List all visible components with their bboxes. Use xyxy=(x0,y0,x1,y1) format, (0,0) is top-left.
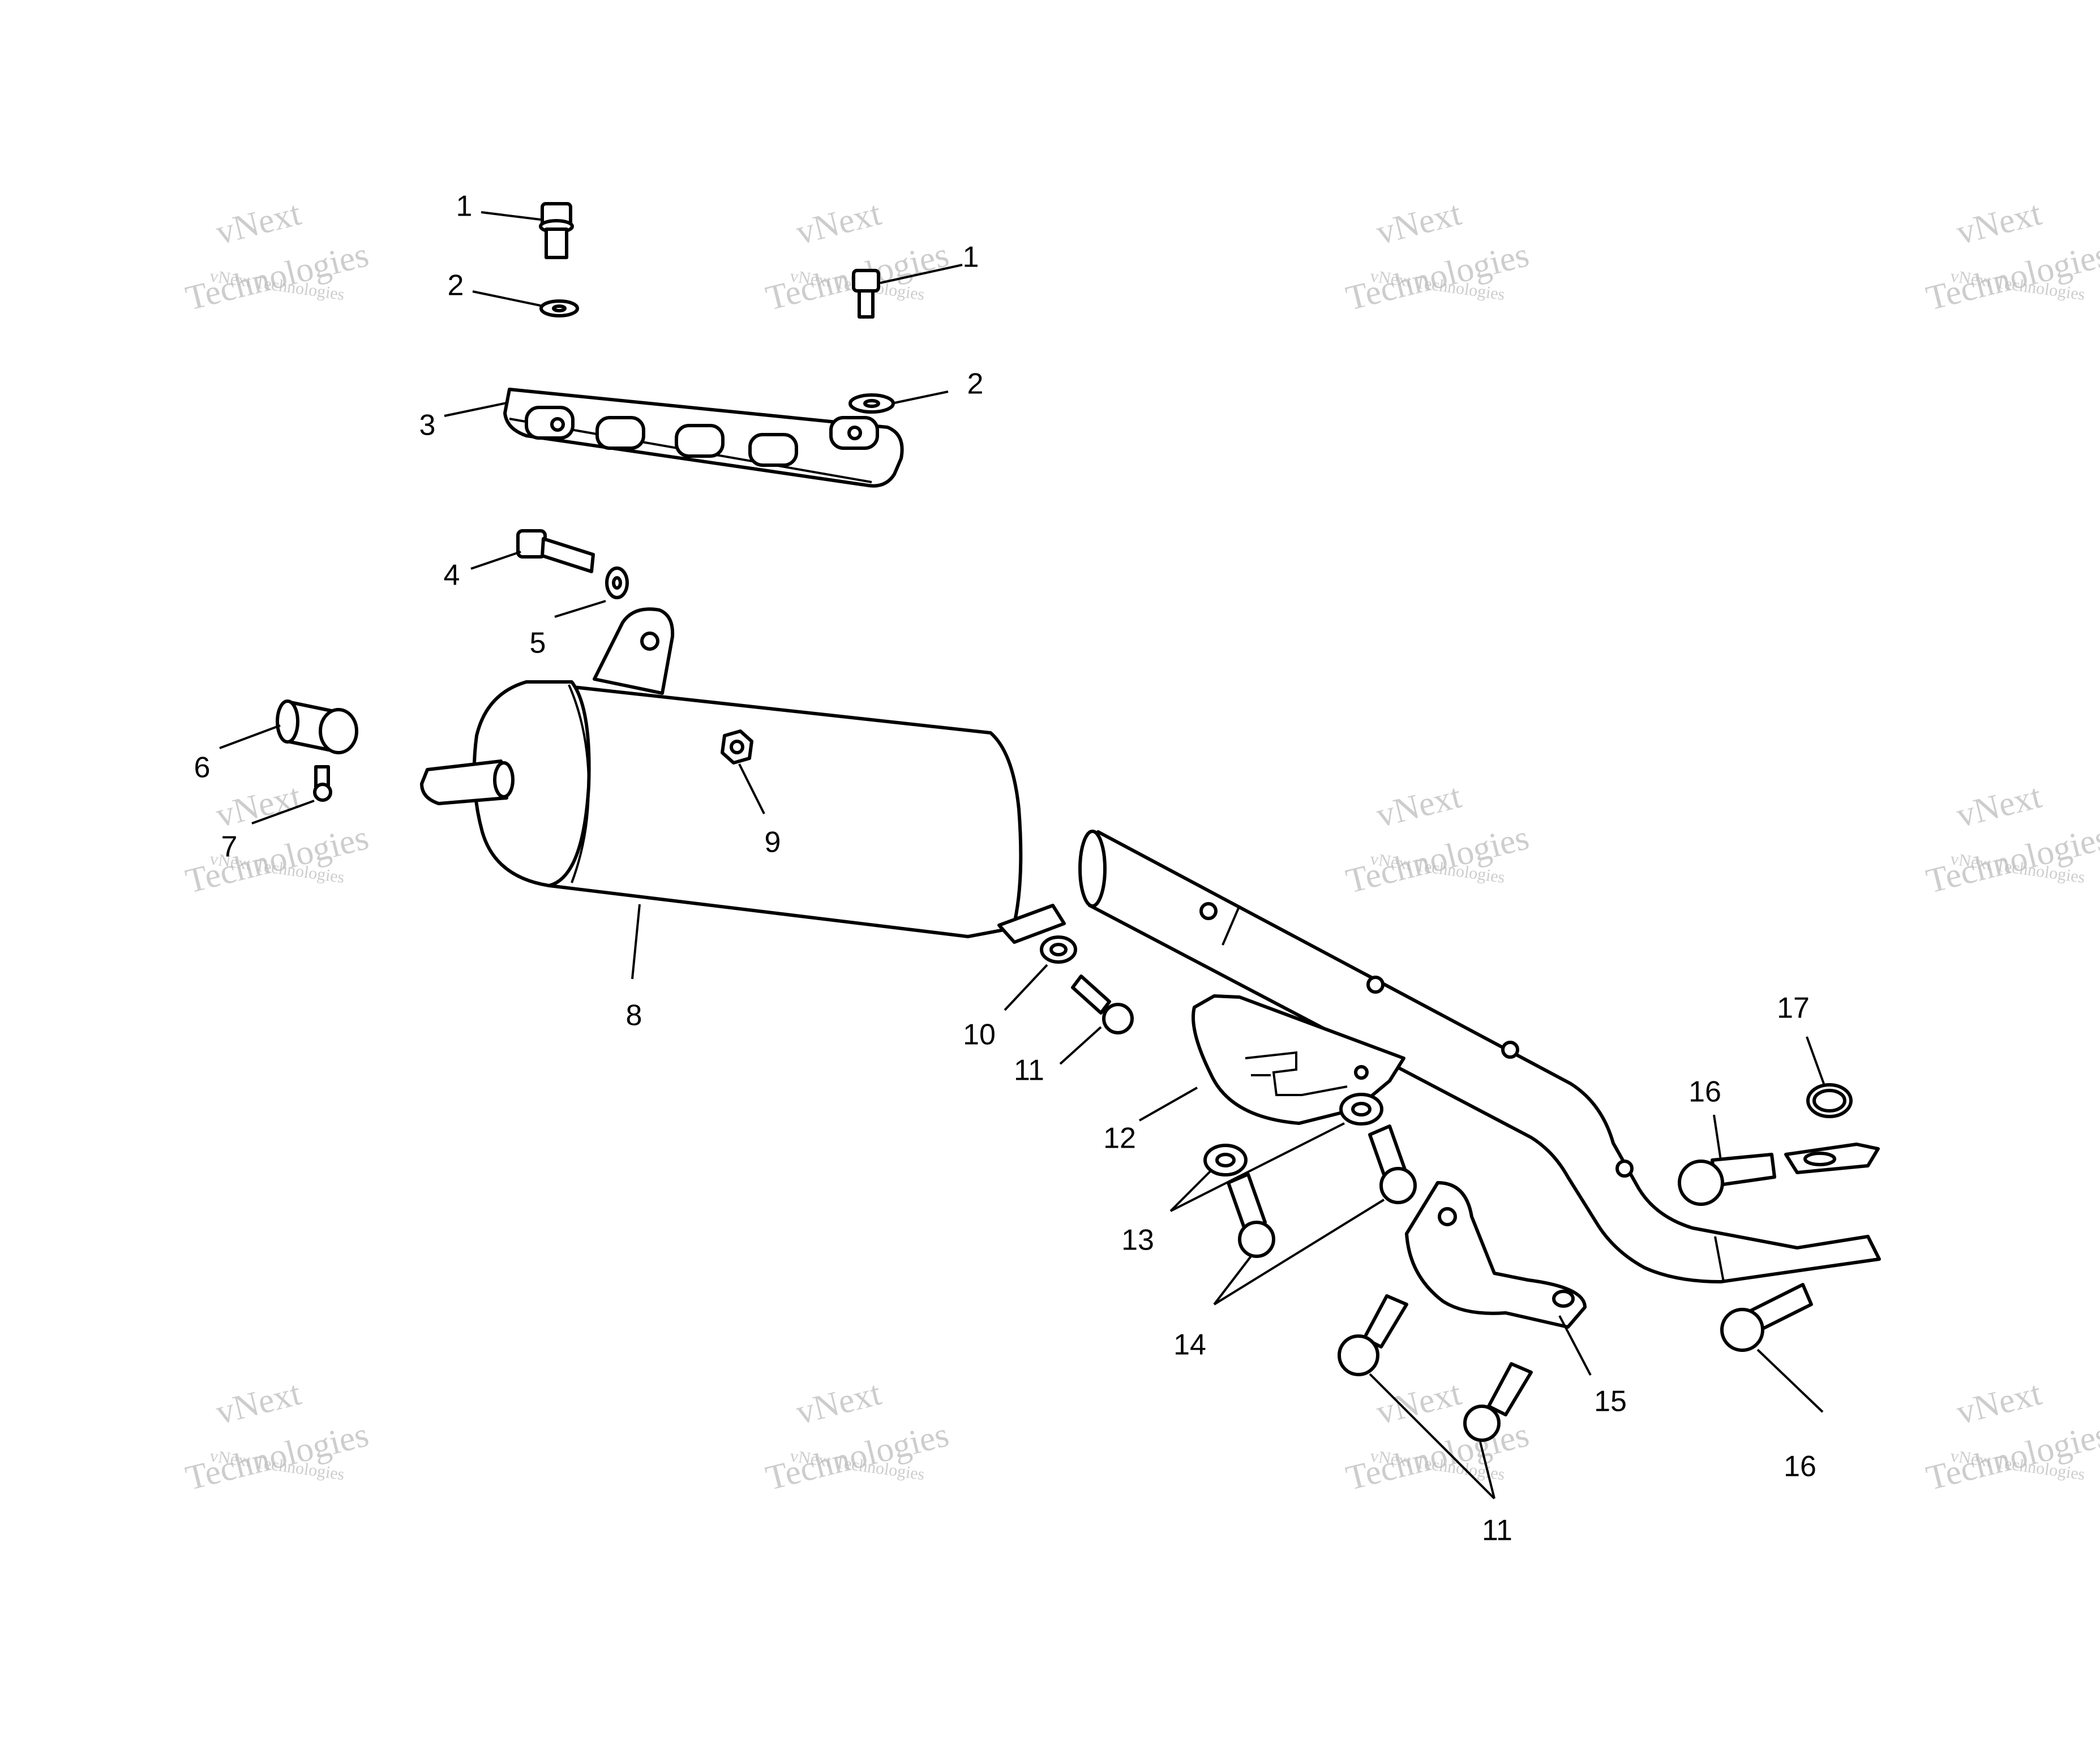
svg-text:Technologies: Technologies xyxy=(182,235,372,318)
exhaust-pipe xyxy=(1078,830,1881,1283)
callout-11a: 11 xyxy=(1014,1054,1044,1087)
bolt-part-4 xyxy=(516,529,595,573)
sleeve-part-6 xyxy=(276,699,358,754)
callout-5: 5 xyxy=(530,627,546,660)
washer-part-2a xyxy=(539,299,579,317)
svg-text:vNext: vNext xyxy=(1953,1374,2045,1432)
watermark: vNext vNext Technologies Technologies xyxy=(182,777,372,901)
watermark: vNext vNext Technologies Technologies xyxy=(1342,194,1532,318)
bolt-part-16b xyxy=(1720,1283,1813,1352)
bolt-part-14a xyxy=(1227,1173,1275,1258)
callout-1a: 1 xyxy=(456,190,473,223)
svg-text:vNext: vNext xyxy=(212,1374,305,1432)
svg-text:Technologies: Technologies xyxy=(1922,235,2100,318)
callout-labels: 1 1 2 2 3 4 5 6 7 8 9 10 11 11 12 13 14 … xyxy=(194,190,1816,1547)
watermark: vNext vNext Technologies Technologies xyxy=(1922,194,2100,318)
washer-part-5 xyxy=(605,566,629,599)
bolt-part-14b xyxy=(1368,1124,1417,1204)
muffler-part-8 xyxy=(420,607,1066,944)
svg-text:Technologies: Technologies xyxy=(1342,235,1532,318)
watermark: vNext vNext Technologies Technologies xyxy=(182,1374,372,1498)
callout-7: 7 xyxy=(221,831,238,864)
svg-text:Technologies: Technologies xyxy=(1342,818,1532,901)
watermark: vNext vNext Technologies Technologies xyxy=(1922,1374,2100,1498)
clamp-bracket-part-15 xyxy=(1405,1181,1587,1329)
bolt-part-11a xyxy=(1071,974,1134,1034)
screw-part-7 xyxy=(313,765,332,802)
svg-text:Technologies: Technologies xyxy=(1922,818,2100,901)
svg-text:Technologies: Technologies xyxy=(1342,1415,1532,1498)
callout-16b: 16 xyxy=(1784,1450,1816,1483)
svg-text:Technologies: Technologies xyxy=(182,1415,372,1498)
callout-1b: 1 xyxy=(963,241,979,274)
svg-text:Technologies: Technologies xyxy=(1922,1415,2100,1498)
svg-text:vNext: vNext xyxy=(1373,194,1465,252)
callout-15: 15 xyxy=(1594,1385,1627,1418)
washer-part-13a xyxy=(1203,1144,1248,1176)
svg-text:Technologies: Technologies xyxy=(182,818,372,901)
seal-ring-part-17 xyxy=(1806,1083,1853,1118)
svg-text:vNext: vNext xyxy=(792,194,885,252)
callout-10: 10 xyxy=(963,1019,996,1051)
callout-2a: 2 xyxy=(448,269,464,302)
callout-16a: 16 xyxy=(1688,1076,1721,1109)
bracket-plate-part-3 xyxy=(503,388,904,488)
callout-8: 8 xyxy=(626,999,642,1032)
svg-text:vNext: vNext xyxy=(1953,194,2045,252)
callout-6: 6 xyxy=(194,752,211,784)
bolt-part-1b xyxy=(852,269,880,319)
svg-text:vNext: vNext xyxy=(1953,777,2045,835)
watermark-group: vNext vNext Technologies Technologies vN… xyxy=(182,194,2100,1498)
callout-4: 4 xyxy=(444,559,460,592)
svg-text:vNext: vNext xyxy=(212,194,305,252)
callout-13: 13 xyxy=(1121,1224,1154,1257)
callout-9: 9 xyxy=(765,826,781,859)
bolt-part-1a xyxy=(539,202,574,259)
callout-11b: 11 xyxy=(1482,1514,1512,1547)
callout-14: 14 xyxy=(1173,1329,1206,1362)
gasket-part-10 xyxy=(1040,935,1077,964)
bolt-part-11c xyxy=(1463,1362,1533,1442)
heat-shield-part-12 xyxy=(1192,994,1405,1125)
callout-17: 17 xyxy=(1777,992,1810,1025)
watermark: vNext vNext Technologies Technologies xyxy=(1922,777,2100,901)
bolt-part-16a xyxy=(1678,1153,1776,1206)
bolt-part-11b xyxy=(1338,1294,1408,1376)
svg-text:vNext: vNext xyxy=(792,1374,885,1432)
watermark: vNext vNext Technologies Technologies xyxy=(182,194,372,318)
watermark: vNext vNext Technologies Technologies xyxy=(1342,777,1532,901)
nut-part-9 xyxy=(721,729,753,765)
watermark: vNext vNext Technologies Technologies xyxy=(762,194,952,318)
washer-part-2b xyxy=(848,393,895,414)
svg-text:vNext: vNext xyxy=(1373,777,1465,835)
leader-lines xyxy=(219,211,1825,1500)
callout-12: 12 xyxy=(1103,1122,1136,1155)
callout-2b: 2 xyxy=(967,368,984,401)
svg-text:vNext: vNext xyxy=(212,777,305,835)
washer-part-13b xyxy=(1339,1093,1383,1126)
svg-text:Technologies: Technologies xyxy=(762,1415,952,1498)
watermark: vNext vNext Technologies Technologies xyxy=(762,1374,952,1498)
callout-3: 3 xyxy=(419,409,436,442)
